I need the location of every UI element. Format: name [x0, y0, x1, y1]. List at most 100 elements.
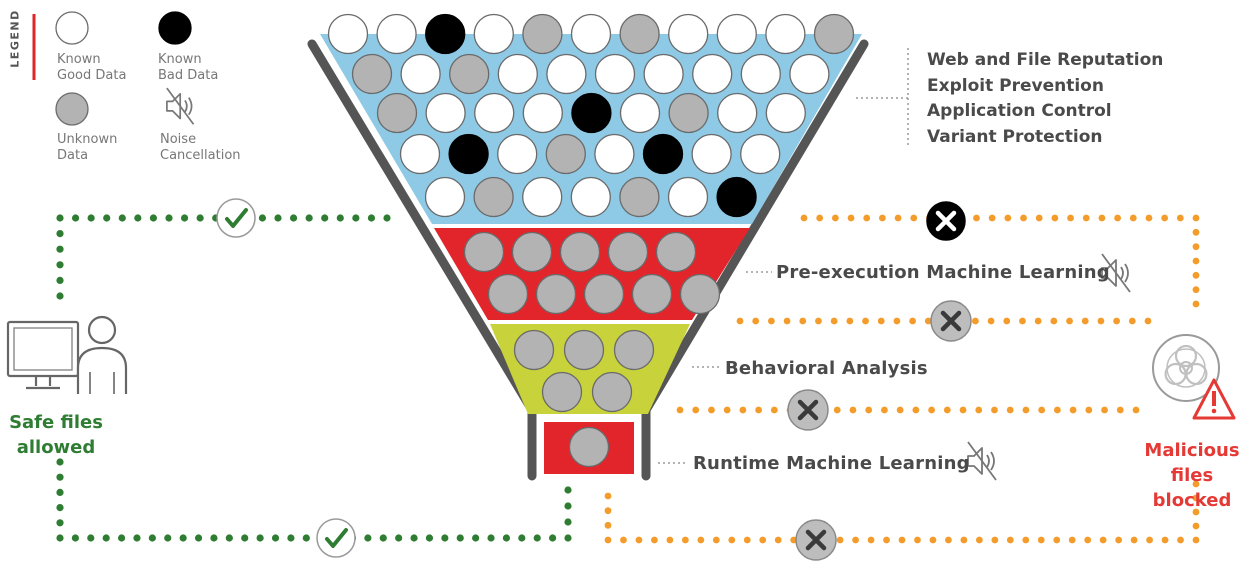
blocked-path-dot: [1004, 214, 1012, 222]
blocked-path-dot: [1192, 214, 1200, 222]
blocked-path-dot: [1003, 317, 1011, 325]
data-ball: [449, 53, 490, 95]
data-ball: [643, 53, 684, 95]
blocked-path-dot: [604, 507, 612, 515]
speaker-body: [1101, 259, 1117, 287]
blocked-path-dot: [774, 536, 782, 544]
blocked-path-dot: [867, 536, 875, 544]
data-ball: [497, 53, 538, 95]
check-mark: [225, 208, 248, 228]
blocked-path-dot: [1116, 406, 1124, 414]
data-ball: [376, 13, 417, 55]
legend-good-dot: [55, 11, 89, 45]
data-ball: [594, 53, 636, 95]
blocked-path-dot: [635, 536, 643, 544]
safe-path-dot: [179, 534, 187, 542]
safe-path-dot: [165, 214, 173, 222]
blocked-path-dot: [928, 406, 935, 414]
check-badge-ring: [316, 518, 356, 558]
data-ball: [583, 273, 625, 315]
blocked-path-dot: [959, 406, 967, 414]
blocked-path-dot: [914, 536, 921, 544]
data-ball: [351, 53, 393, 95]
user-head: [87, 315, 117, 345]
blocked-path-dot: [1081, 317, 1089, 325]
safe-path-dot: [518, 534, 526, 542]
data-ball: [740, 53, 781, 95]
reputation-item: Variant Protection: [927, 126, 1103, 147]
blocked-path-dot: [816, 214, 824, 222]
blocked-path-dot: [960, 536, 968, 544]
safe-path-dot: [287, 534, 295, 542]
safe-path-dot: [118, 214, 126, 222]
blocked-path-dot: [847, 214, 855, 222]
data-ball: [497, 133, 538, 175]
data-ball: [619, 13, 660, 55]
safe-path-dot: [395, 534, 403, 542]
data-ball: [716, 13, 757, 55]
safe-path-dot: [56, 534, 64, 542]
reputation-item: Application Control: [927, 101, 1112, 121]
safe-path-dot: [56, 504, 64, 512]
safe-path-dot: [56, 458, 64, 466]
blocked-path-dot: [666, 536, 674, 544]
user-body: [76, 346, 128, 394]
blocked-path-dot: [830, 317, 838, 325]
speaker-body: [166, 92, 182, 120]
data-ball: [668, 92, 709, 134]
safe-path-dot: [456, 534, 464, 542]
legend-bad-dot: [158, 11, 192, 45]
safe-path-dot: [56, 245, 64, 253]
warning-bar: [1212, 391, 1216, 406]
blocked-path-dot: [929, 536, 937, 544]
safe-path-dot: [103, 214, 111, 222]
blocked-path-dot: [909, 317, 917, 325]
blocked-path-dot: [910, 214, 918, 222]
blocked-path-dot: [770, 406, 778, 414]
blocked-path-dot: [1099, 536, 1107, 544]
blocked-path-dot: [896, 406, 904, 414]
blocked-path-dot: [945, 536, 952, 544]
safe-path-dot: [196, 214, 204, 222]
data-ball: [642, 133, 684, 175]
blocked-path-dot: [883, 536, 890, 544]
safe-path-dot: [149, 214, 158, 222]
data-ball: [522, 13, 563, 55]
data-ball: [591, 371, 633, 413]
data-ball: [473, 176, 514, 218]
speaker-mute-icon: [967, 441, 997, 481]
blocked-path-dot: [1192, 300, 1200, 308]
safe-path-dot: [210, 534, 218, 542]
data-ball: [522, 92, 563, 134]
safe-path-dot: [56, 276, 64, 284]
blocked-path-dot: [1035, 214, 1043, 222]
safe-path-dot: [56, 473, 64, 481]
data-ball: [474, 92, 515, 134]
data-ball: [511, 231, 553, 273]
data-ball: [559, 231, 601, 273]
blocked-path-dot: [1037, 536, 1045, 544]
blocked-path-dot: [1161, 214, 1169, 222]
data-ball: [400, 53, 441, 95]
speaker-waves: [986, 451, 995, 471]
blocked-path-dot: [924, 317, 932, 325]
data-ball: [327, 13, 369, 55]
blocked-path-dot: [1101, 406, 1108, 414]
x-mark: [935, 210, 957, 232]
blocked-path-dot: [975, 406, 983, 414]
speaker-waves: [1120, 263, 1129, 283]
safe-path-dot: [148, 534, 156, 542]
blocked-path-dot: [1053, 406, 1061, 414]
data-ball: [563, 329, 605, 371]
blocked-path-dot: [1022, 536, 1030, 544]
blocked-path-dot: [836, 536, 844, 544]
safe-files-label: Safe files allowed: [9, 412, 103, 458]
safe-path-dot: [71, 214, 80, 222]
blocked-path-dot: [1069, 406, 1077, 414]
x-icon: [930, 300, 972, 342]
blocked-path-dot: [759, 536, 767, 544]
blocked-path-dot: [849, 406, 857, 414]
data-ball: [789, 53, 830, 95]
x-mark: [805, 529, 827, 551]
safe-path-dot: [441, 534, 449, 542]
